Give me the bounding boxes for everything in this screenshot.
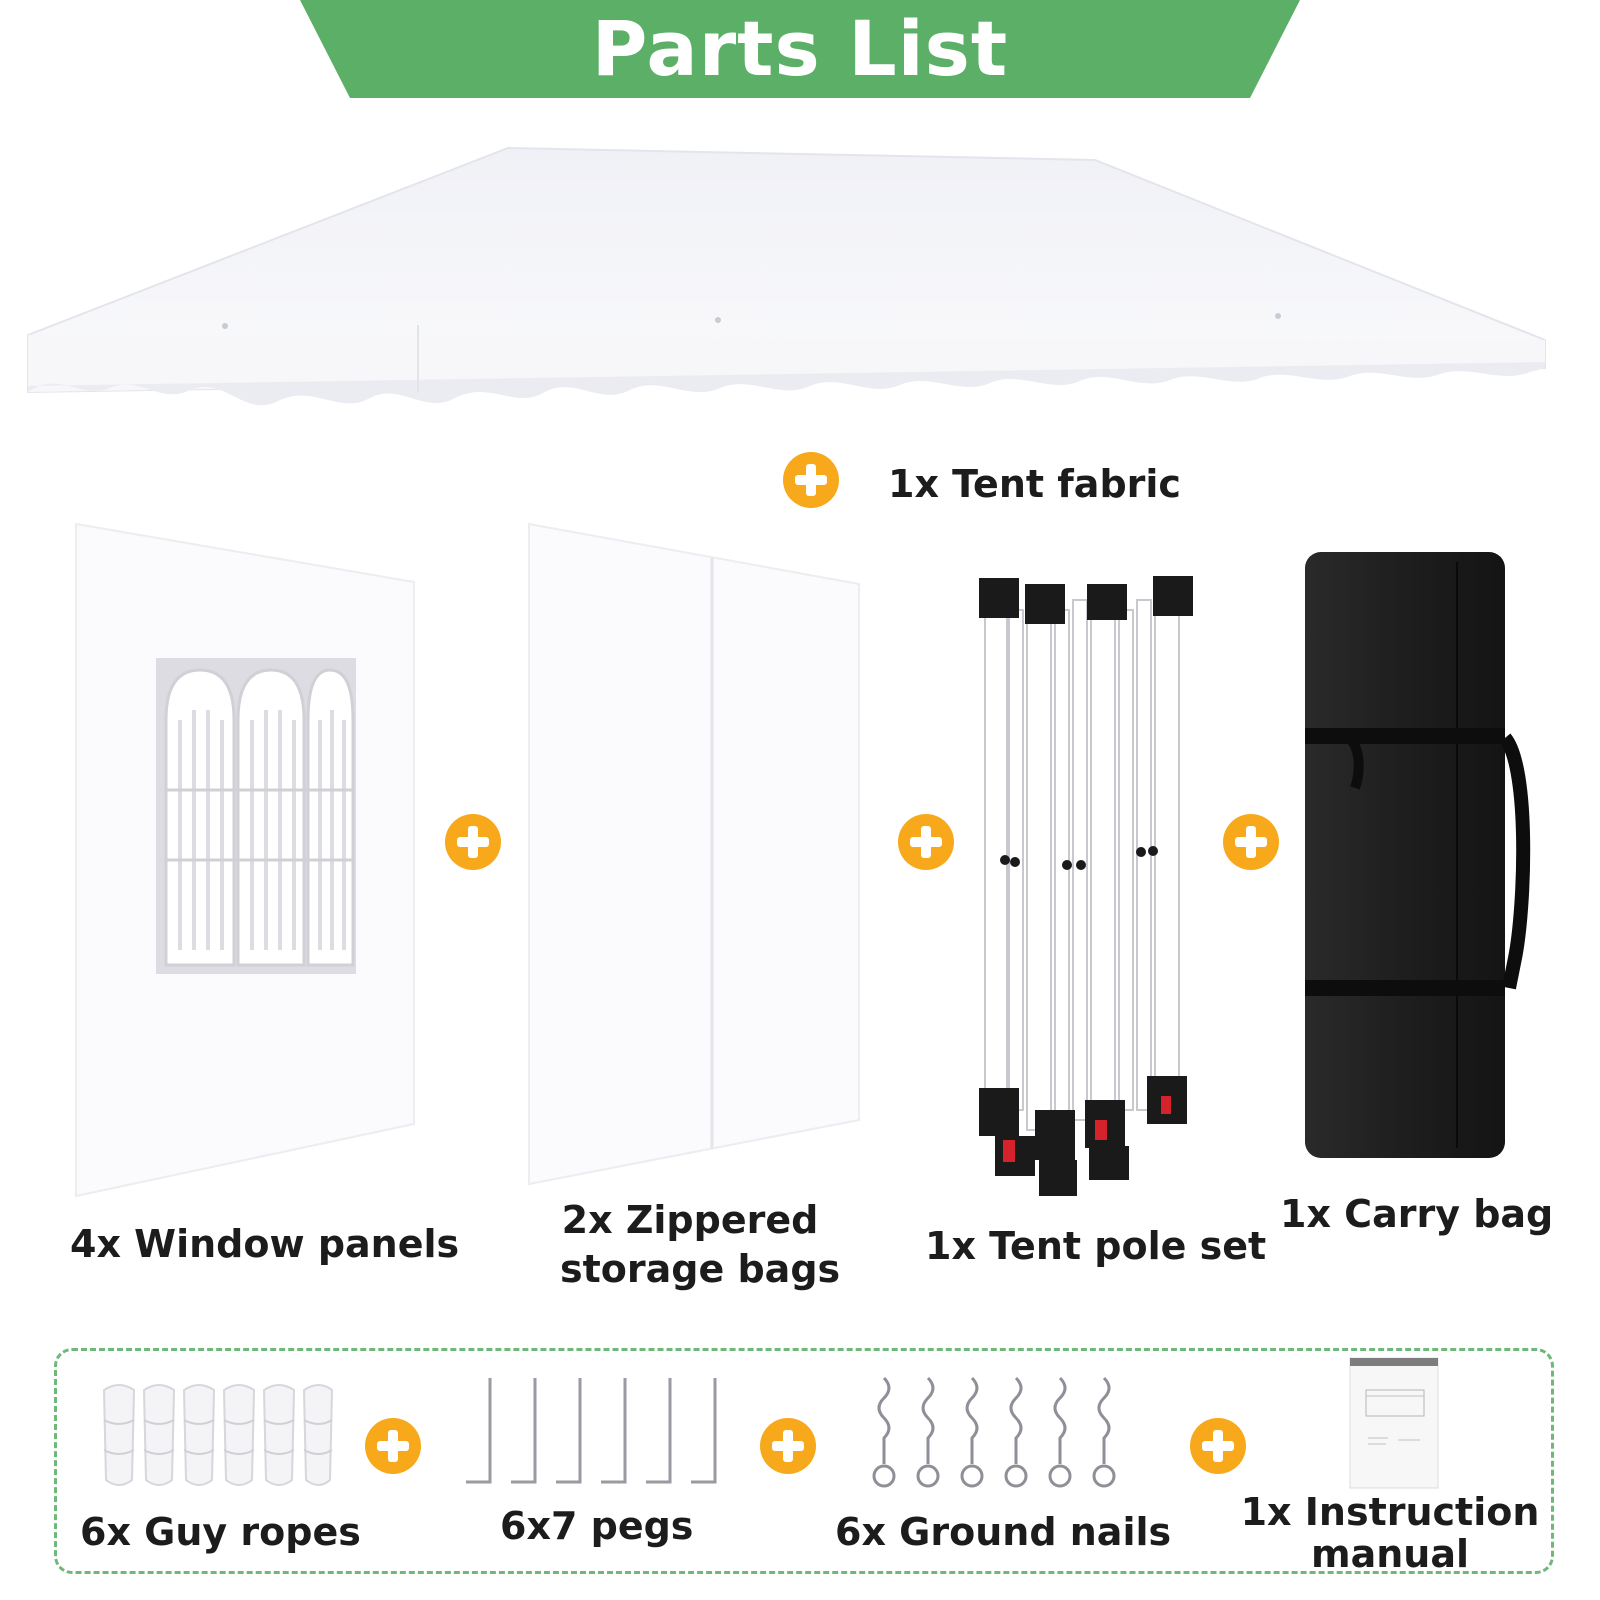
storage-bags-label: 2x Zippered storage bags — [560, 1196, 841, 1295]
page-title: Parts List — [591, 4, 1009, 93]
accessories-box — [54, 1348, 1554, 1574]
carry-bag-image — [1305, 552, 1531, 1158]
manual-image — [1349, 1357, 1439, 1489]
tent-fabric-label: 1x Tent fabric — [888, 462, 1181, 506]
tent-fabric-image — [27, 146, 1546, 406]
storage-bag-image — [528, 522, 860, 1186]
window-panels-label: 4x Window panels — [70, 1222, 460, 1266]
guy-ropes-label: 6x Guy ropes — [80, 1510, 361, 1554]
pegs-label: 6x7 pegs — [500, 1504, 694, 1548]
ground-nails-label: 6x Ground nails — [835, 1510, 1172, 1554]
carry-bag-label: 1x Carry bag — [1280, 1192, 1554, 1236]
header-banner: Parts List — [300, 0, 1300, 98]
window-panel-image — [75, 522, 415, 1198]
ground-nail-image — [872, 1376, 1116, 1488]
plus-icon — [445, 814, 501, 870]
plus-icon — [760, 1418, 816, 1474]
pole-set-label: 1x Tent pole set — [925, 1224, 1267, 1268]
manual-line1: 1x Instruction — [1240, 1490, 1540, 1534]
peg-image — [466, 1378, 717, 1484]
plus-icon — [1190, 1418, 1246, 1474]
plus-icon — [783, 452, 839, 508]
pole-set-image — [979, 576, 1193, 1196]
plus-icon — [1223, 814, 1279, 870]
plus-icon — [365, 1418, 421, 1474]
manual-label: 1x Instruction manual — [1240, 1490, 1540, 1576]
plus-icon — [898, 814, 954, 870]
manual-line2: manual — [1310, 1531, 1469, 1576]
storage-bags-line2: storage bags — [560, 1247, 841, 1292]
storage-bags-line1: 2x Zippered — [561, 1198, 819, 1242]
guy-rope-image — [102, 1384, 334, 1486]
